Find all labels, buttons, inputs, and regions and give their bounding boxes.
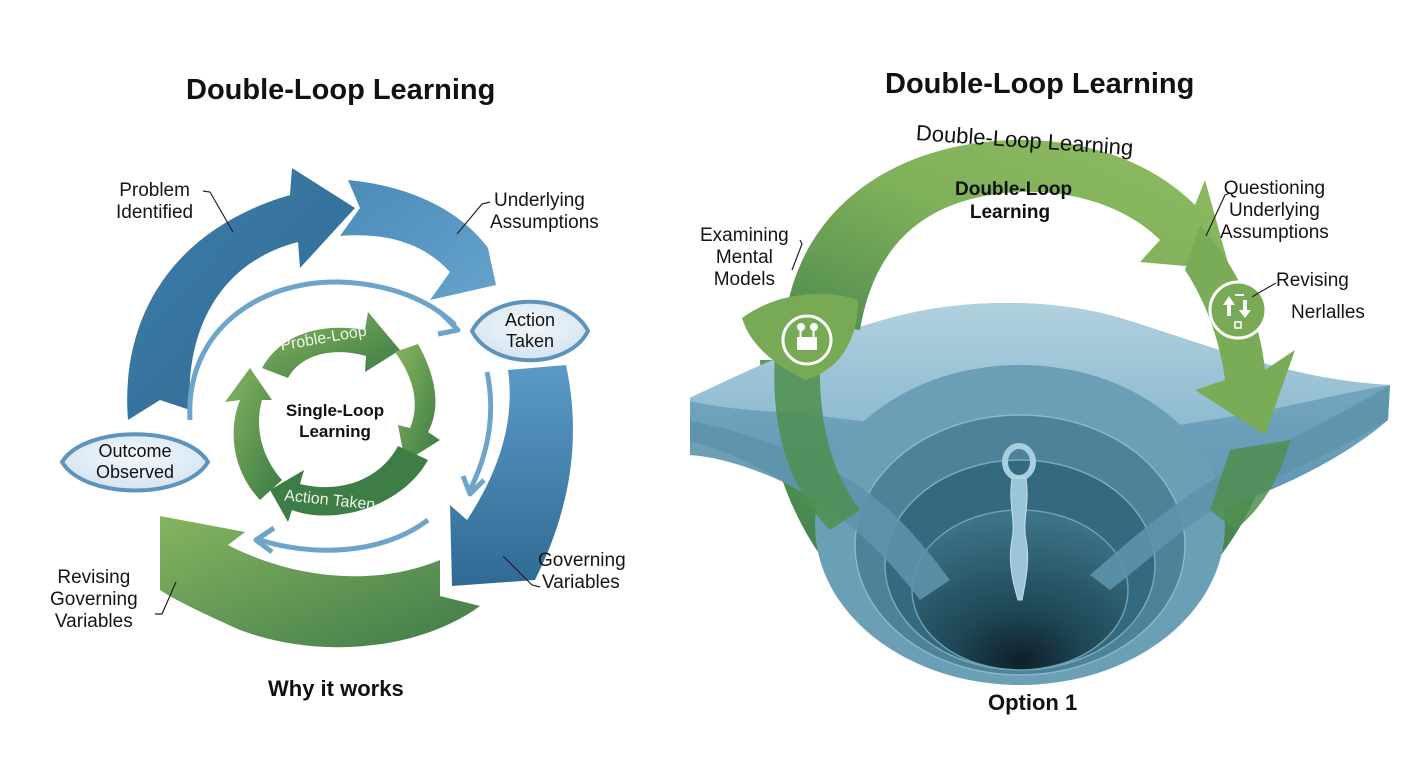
leader-underlying-assumptions (456, 201, 491, 235)
inner-arrow-bottom (270, 446, 428, 522)
label-line: Examining (700, 225, 789, 246)
label-line: Governing (50, 589, 138, 610)
left-diagram-panel: Double-Loop Learning Problem Identified … (0, 0, 690, 768)
leader-revising-governing-variables (155, 581, 177, 615)
node-action-taken: Action Taken (500, 310, 560, 352)
right-diagram-panel: Double-Loop Learning Double-Loop Learnin… (690, 0, 1408, 768)
right-diagram-title: Double-Loop Learning (885, 68, 1195, 100)
label-line: Identified (116, 202, 194, 223)
double-loop-arc-arrow (785, 139, 1230, 330)
right-diagram-caption: Option 1 (988, 690, 1078, 715)
action-taken-node-shape (469, 299, 591, 363)
inner-arrow-top (262, 312, 400, 378)
label-line: Models (713, 269, 775, 290)
outer-arrow-revising-governing-variables (160, 516, 480, 648)
left-diagram-caption: Why it works (268, 676, 404, 701)
node-outcome-observed: Outcome Observed (90, 441, 180, 483)
node-line: Outcome (98, 441, 172, 461)
thin-arc-top-head (437, 312, 461, 337)
node-line: Action (504, 310, 556, 330)
right-badge-ring (1208, 280, 1268, 340)
swap-arrows-icon (1223, 294, 1251, 329)
arrow-inner-line: Learning (969, 202, 1051, 223)
center-line: Single-Loop (285, 401, 385, 420)
leader-governing-variables (502, 555, 541, 588)
single-loop-center-label: Single-Loop Learning (285, 400, 385, 442)
node-line: Taken (505, 331, 555, 351)
inner-arrow-right (395, 344, 440, 462)
label-line: Governing (538, 550, 626, 571)
thin-arc-bottom (259, 517, 430, 553)
right-diagram-graphic (690, 139, 1390, 685)
label-nerlalles: Nerlalles (1291, 302, 1365, 323)
outer-arrow-governing-variables (450, 365, 573, 586)
label-questioning-underlying-assumptions: Questioning Underlying Assumptions (1220, 178, 1329, 244)
label-line: Underlying (494, 190, 585, 211)
outer-arrow-underlying-assumptions (340, 180, 496, 300)
water-slab-left-front (690, 420, 950, 600)
label-line: Questioning (1223, 178, 1326, 199)
inner-arrow-left (225, 368, 282, 500)
arrow-inner-label: Double-Loop Learning (955, 178, 1073, 224)
label-problem-identified: Problem Identified (116, 180, 193, 224)
node-line: Observed (95, 462, 175, 482)
figure-silhouette-icon (1002, 443, 1036, 601)
label-line: Assumptions (490, 212, 599, 233)
leader-questioning-assumptions (1205, 192, 1231, 237)
label-line: Mental (715, 247, 773, 268)
outcome-observed-node-shape (59, 432, 211, 493)
thin-arc-top (187, 279, 457, 421)
left-diagram-graphic (59, 168, 591, 648)
leader-examining-mental-models (791, 239, 803, 271)
label-line: Variables (542, 572, 620, 593)
single-loop-cycle (225, 312, 440, 522)
thin-arc-right-head (460, 475, 486, 497)
leader-problem-identified (202, 190, 234, 233)
outer-arrow-problem-identified (127, 168, 356, 420)
center-line: Learning (299, 422, 371, 441)
left-diagram-title: Double-Loop Learning (186, 74, 496, 106)
green-right-downarc (1210, 440, 1290, 530)
label-line: Underlying (1228, 200, 1320, 221)
thin-arc-right (467, 371, 494, 492)
label-line: Variables (54, 611, 133, 632)
label-line: Assumptions (1220, 222, 1329, 243)
thin-arc-bottom-head (253, 525, 276, 554)
left-badge-ring (781, 314, 833, 366)
label-line: Problem (119, 180, 190, 201)
label-governing-variables: Governing Variables (538, 550, 626, 594)
people-icon (797, 323, 818, 350)
label-line: Revising (57, 567, 131, 588)
label-underlying-assumptions: Underlying Assumptions (490, 190, 599, 234)
arrow-inner-line: Double-Loop (955, 179, 1073, 200)
leader-revising (1251, 282, 1277, 298)
label-revising: Revising (1276, 270, 1349, 291)
green-left-downarc (774, 355, 860, 530)
label-revising-governing-variables: Revising Governing Variables (50, 567, 138, 633)
label-examining-mental-models: Examining Mental Models (700, 225, 789, 291)
